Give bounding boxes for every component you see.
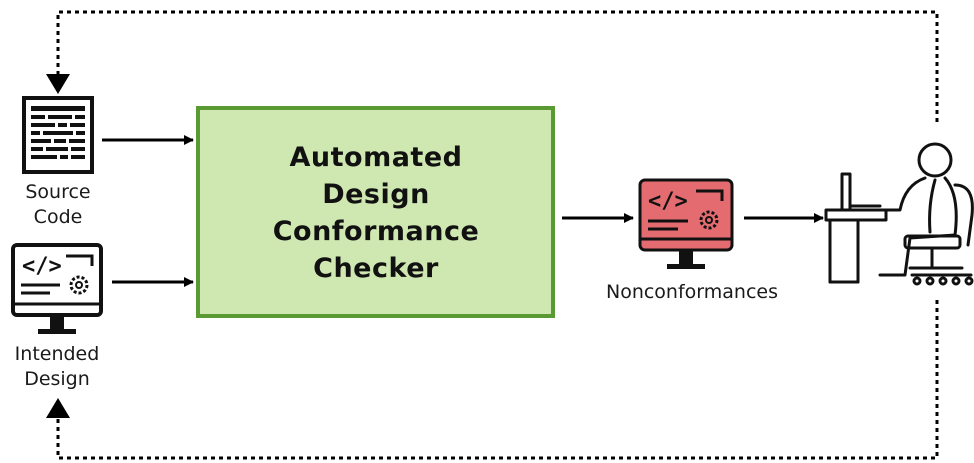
source-code-label: Source Code xyxy=(25,181,91,228)
feedback-loop xyxy=(56,10,939,460)
design-monitor-icon: </> xyxy=(11,243,103,334)
intended-design-label: Intended Design xyxy=(14,343,100,390)
nonconformance-monitor-icon: </> xyxy=(638,178,734,269)
feedback-arrowhead-up xyxy=(46,398,70,418)
developer-at-desk-icon xyxy=(824,142,974,286)
source-code-icon xyxy=(22,96,94,174)
checker-box xyxy=(196,106,555,318)
nonconformances-label: Nonconformances xyxy=(605,281,778,303)
checker-title: Automated Design Conformance Checker xyxy=(272,141,480,284)
svg-text:</>: </> xyxy=(648,189,688,214)
feedback-arrowhead-down xyxy=(46,74,70,94)
svg-text:</>: </> xyxy=(22,254,62,279)
